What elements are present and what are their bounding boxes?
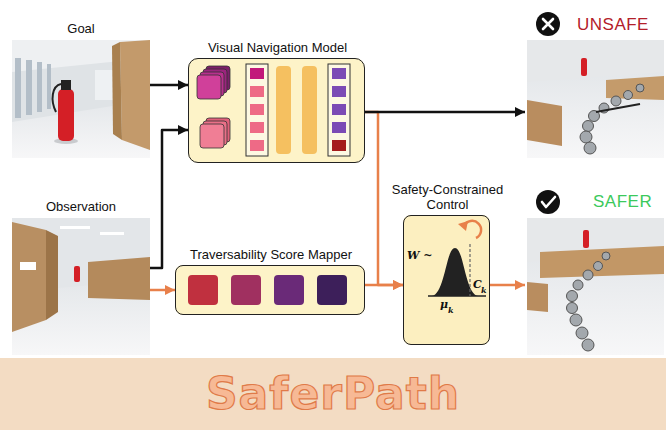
- title-band: SaferPath: [0, 358, 666, 430]
- observation-image: Observation: [12, 218, 150, 355]
- model-box: Visual Navigation Model: [188, 58, 365, 163]
- unsafe-image: UNSAFE: [527, 40, 664, 158]
- flow-arrow: [365, 284, 403, 287]
- node-heading: Safety-Constrained Control: [382, 182, 514, 213]
- node-heading: SAFER: [593, 192, 652, 212]
- node-heading: Traversability Score Mapper: [190, 247, 352, 263]
- mapper-internals: [175, 265, 365, 315]
- plot-symbol: W ~: [407, 250, 432, 261]
- flow-arrow: [365, 111, 525, 114]
- plot-symbol: C: [473, 279, 482, 290]
- observation-photo: [12, 218, 150, 355]
- flow-arrow: [150, 84, 188, 87]
- flow-arrow: [490, 284, 525, 287]
- unsafe-photo: [527, 40, 664, 158]
- safer-icon: [536, 190, 560, 214]
- node-heading: Observation: [46, 199, 116, 215]
- flow-arrow: [365, 112, 403, 285]
- plot-symbol: μ: [440, 299, 448, 310]
- safer-image: SAFER: [527, 218, 664, 355]
- plot-symbol: k: [481, 286, 487, 294]
- node-heading: UNSAFE: [577, 15, 649, 35]
- model-internals: [188, 58, 365, 163]
- goal-image: Goal: [12, 40, 150, 158]
- band-ground: [0, 358, 666, 430]
- node-heading: Goal: [67, 21, 94, 37]
- mapper-box: Traversability Score Mapper: [175, 265, 365, 315]
- flow-arrow: [150, 130, 188, 268]
- node-heading: SaferPath: [206, 368, 460, 421]
- goal-photo: [12, 40, 150, 158]
- unsafe-icon: [536, 12, 560, 36]
- safer-photo: [527, 218, 664, 355]
- plot-symbol: k: [448, 306, 454, 314]
- node-heading: Visual Navigation Model: [208, 40, 347, 56]
- flow-arrow: [150, 289, 175, 292]
- control-internals: [403, 215, 490, 345]
